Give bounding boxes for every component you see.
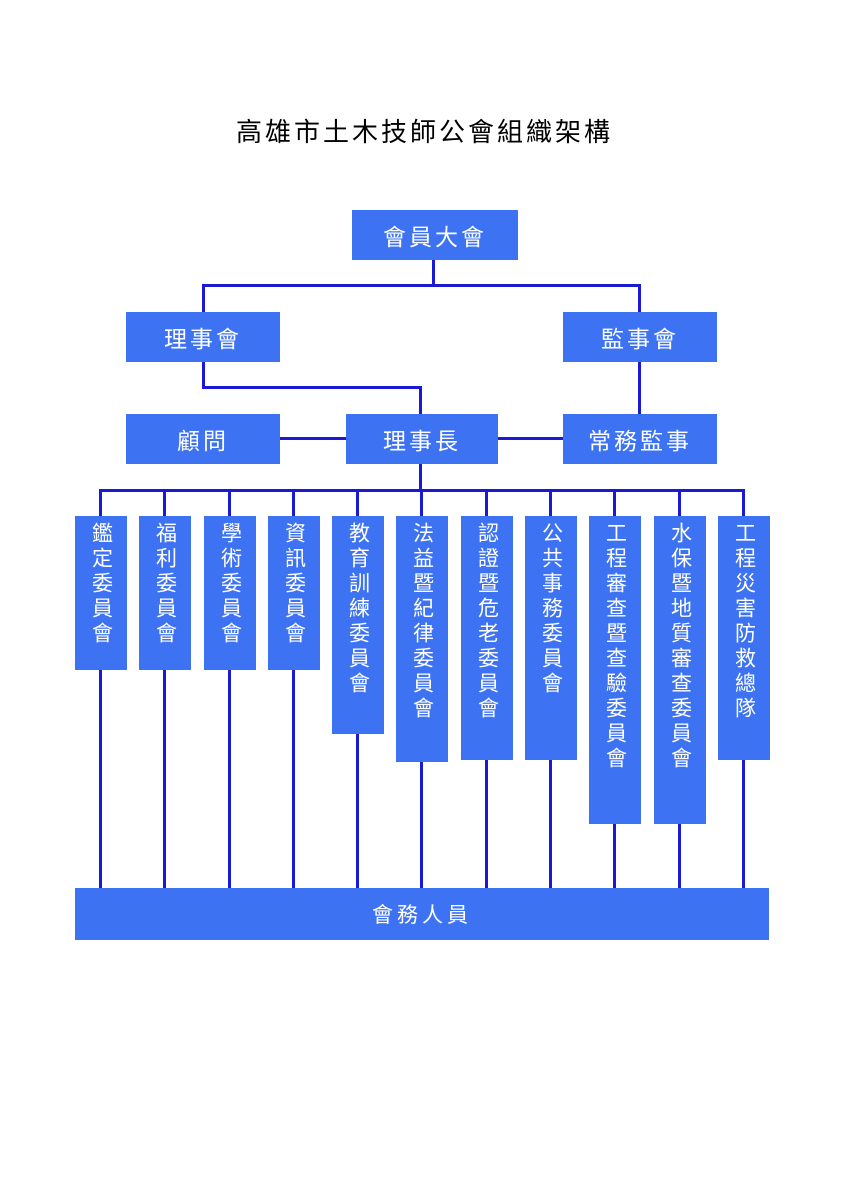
- committee-box: 公共事務委員會: [525, 516, 577, 760]
- connector-line: [638, 284, 641, 312]
- connector-line: [202, 284, 205, 312]
- committee-box: 法益暨紀律委員會: [396, 516, 448, 762]
- board-of-directors-box: 理事會: [126, 312, 280, 362]
- committee-label: 資訊委員會: [282, 522, 307, 647]
- committee-box: 學術委員會: [204, 516, 256, 670]
- committee-label: 水保暨地質審查委員會: [668, 522, 693, 772]
- committee-label: 鑑定委員會: [89, 522, 114, 647]
- board-of-supervisors-box: 監事會: [563, 312, 717, 362]
- committee-label: 認證暨危老委員會: [475, 522, 500, 722]
- connector-line: [202, 362, 205, 388]
- connector-line: [498, 437, 564, 440]
- committee-label: 學術委員會: [218, 522, 243, 647]
- chairman-box: 理事長: [346, 414, 498, 464]
- standing-supervisor-box: 常務監事: [563, 414, 717, 464]
- committee-label: 工程審查暨查驗委員會: [603, 522, 628, 772]
- committee-label: 公共事務委員會: [539, 522, 564, 697]
- committee-box: 水保暨地質審查委員會: [654, 516, 706, 824]
- general-assembly-box: 會員大會: [352, 210, 518, 260]
- committee-label: 福利委員會: [153, 522, 178, 647]
- committee-box: 鑑定委員會: [75, 516, 127, 670]
- committee-box: 認證暨危老委員會: [461, 516, 513, 760]
- committee-box: 工程審查暨查驗委員會: [589, 516, 641, 824]
- committee-box: 工程災害防救總隊: [718, 516, 770, 760]
- connector-line: [202, 386, 421, 389]
- connector-line: [419, 464, 422, 491]
- committee-stem: [99, 489, 102, 891]
- committee-stem: [163, 489, 166, 891]
- committee-box: 福利委員會: [139, 516, 191, 670]
- connector-line: [638, 362, 641, 414]
- committee-stem: [228, 489, 231, 891]
- connector-line: [280, 437, 346, 440]
- committee-label: 工程災害防救總隊: [732, 522, 757, 722]
- committee-label: 教育訓練委員會: [346, 522, 371, 697]
- committee-stem: [292, 489, 295, 891]
- connector-line: [202, 284, 641, 287]
- committee-box: 資訊委員會: [268, 516, 320, 670]
- advisor-box: 顧問: [126, 414, 280, 464]
- committee-box: 教育訓練委員會: [332, 516, 384, 734]
- staff-box: 會務人員: [75, 888, 769, 940]
- connector-line: [419, 386, 422, 414]
- connector-line: [432, 260, 435, 286]
- chart-title: 高雄市土木技師公會組織架構: [235, 118, 613, 148]
- committee-label: 法益暨紀律委員會: [410, 522, 435, 722]
